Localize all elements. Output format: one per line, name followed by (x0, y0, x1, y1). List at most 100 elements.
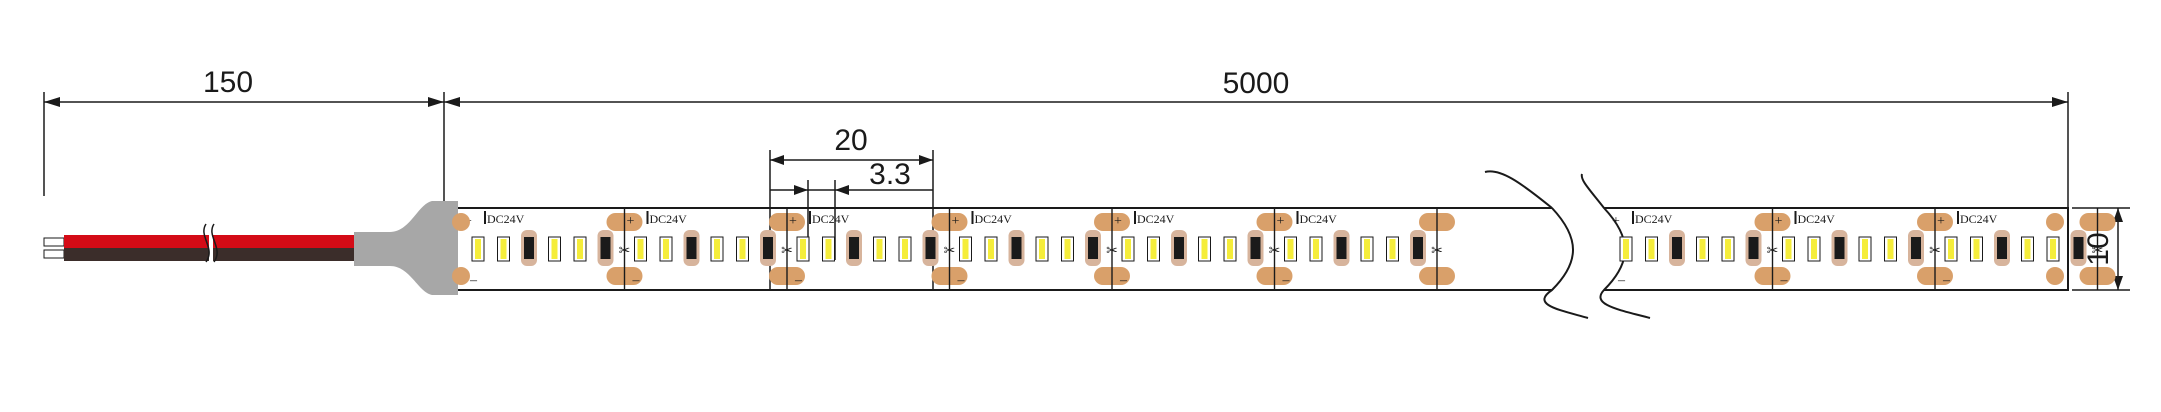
led-emitter (500, 239, 507, 259)
led-emitter (825, 239, 832, 259)
voltage-label: DC24V (650, 212, 688, 226)
plus-sign: + (627, 214, 635, 229)
led-emitter (637, 239, 644, 259)
led-emitter (2024, 239, 2031, 259)
resistor-chip (2073, 237, 2084, 259)
copper-pad (452, 267, 470, 285)
scissors-icon: ✂ (1929, 244, 1941, 259)
resistor-chip (1834, 237, 1845, 259)
led-emitter (962, 239, 969, 259)
led-emitter (475, 239, 481, 259)
voltage-label: DC24V (487, 212, 525, 226)
minus-sign: – (1119, 273, 1128, 288)
plus-sign: + (789, 214, 797, 229)
black-wire (64, 248, 209, 261)
cable-break-mark (203, 223, 218, 263)
resistor-chip (1413, 237, 1423, 259)
resistor-chip (1997, 237, 2007, 259)
led-emitter (1287, 239, 1294, 259)
scissors-icon: ✂ (1106, 244, 1118, 259)
label-marker (1296, 211, 1299, 224)
cable-length-label: 150 (203, 66, 253, 99)
led-emitter (1150, 239, 1157, 259)
resistor-chip (1672, 237, 1682, 259)
voltage-label: DC24V (1300, 212, 1338, 226)
led-emitter (1948, 239, 1954, 259)
plus-sign: + (1612, 214, 1620, 229)
scissors-icon: ✂ (1269, 244, 1281, 259)
voltage-label: DC24V (1137, 212, 1175, 226)
resistor-chip (1088, 237, 1098, 259)
strip-segments: DC24V+–✂DC24V+–✂DC24V+–✂DC24V+–✂DC24V+–✂… (452, 208, 2116, 290)
plus-sign: + (952, 214, 960, 229)
led-emitter (1725, 239, 1731, 259)
copper-pad (2046, 213, 2064, 231)
minus-sign: – (794, 273, 803, 288)
led-emitter (1623, 239, 1629, 259)
led-emitter (800, 239, 806, 259)
scissors-icon: ✂ (944, 244, 956, 259)
resistor-chip (1250, 237, 1261, 259)
led-emitter (988, 239, 994, 259)
led-emitter (1811, 239, 1817, 259)
led-emitter (1648, 239, 1655, 259)
led-emitter (1785, 239, 1792, 259)
led-emitter (1699, 239, 1706, 259)
strip-left-section (458, 170, 1589, 319)
label-marker (1794, 211, 1797, 224)
red-wire (64, 235, 209, 248)
led-emitter (1862, 239, 1868, 259)
pitch-label: 3.3 (869, 158, 911, 191)
scissors-icon: ✂ (781, 244, 793, 259)
label-marker (484, 211, 486, 224)
led-emitter (577, 239, 583, 259)
strip-length-dimension: 5000 (444, 67, 2069, 208)
minus-sign: – (1282, 273, 1291, 288)
resistor-chip (1336, 237, 1347, 259)
resistor-chip (1911, 237, 1921, 259)
minus-sign: – (632, 273, 641, 288)
resistor-chip (849, 237, 859, 259)
led-emitter (1313, 239, 1319, 259)
voltage-label: DC24V (1798, 212, 1836, 226)
plus-sign: + (1775, 214, 1783, 229)
led-emitter (1227, 239, 1233, 259)
voltage-label: DC24V (1960, 212, 1998, 226)
led-emitter (1201, 239, 1208, 259)
led-emitter (551, 239, 558, 259)
led-emitter (1389, 239, 1396, 259)
label-marker (971, 211, 974, 224)
voltage-label: DC24V (812, 212, 850, 226)
plus-sign: + (1937, 214, 1945, 229)
resistor-chip (600, 237, 611, 259)
scissors-icon: ✂ (1431, 244, 1443, 259)
resistor-chip (925, 237, 936, 259)
label-marker (1134, 211, 1136, 224)
copper-pad (2046, 267, 2064, 285)
resistor-chip (686, 237, 697, 259)
voltage-label: DC24V (975, 212, 1013, 226)
resistor-chip (524, 237, 534, 259)
resistor-chip (1748, 237, 1759, 259)
resistor-chip (1174, 237, 1184, 259)
minus-sign: – (1780, 273, 1789, 288)
led-emitter (1973, 239, 1980, 259)
connector-boot (354, 201, 458, 295)
led-emitter (1125, 239, 1131, 259)
minus-sign: – (1617, 273, 1626, 288)
scissors-icon: ✂ (1767, 244, 1779, 259)
led-emitter (902, 239, 908, 259)
copper-pad (452, 213, 470, 231)
width-dimension: 10 (2072, 207, 2130, 291)
width-label: 10 (2082, 232, 2115, 265)
label-marker (1957, 211, 1959, 224)
led-emitter (1887, 239, 1894, 259)
strip-right-section (1580, 173, 2069, 319)
scissors-icon: ✂ (2092, 244, 2104, 259)
label-marker (646, 211, 649, 224)
cable-length-dimension: 150 (43, 66, 445, 208)
resistor-chip (1011, 237, 1022, 259)
led-emitter (1064, 239, 1071, 259)
voltage-label: DC24V (1635, 212, 1673, 226)
